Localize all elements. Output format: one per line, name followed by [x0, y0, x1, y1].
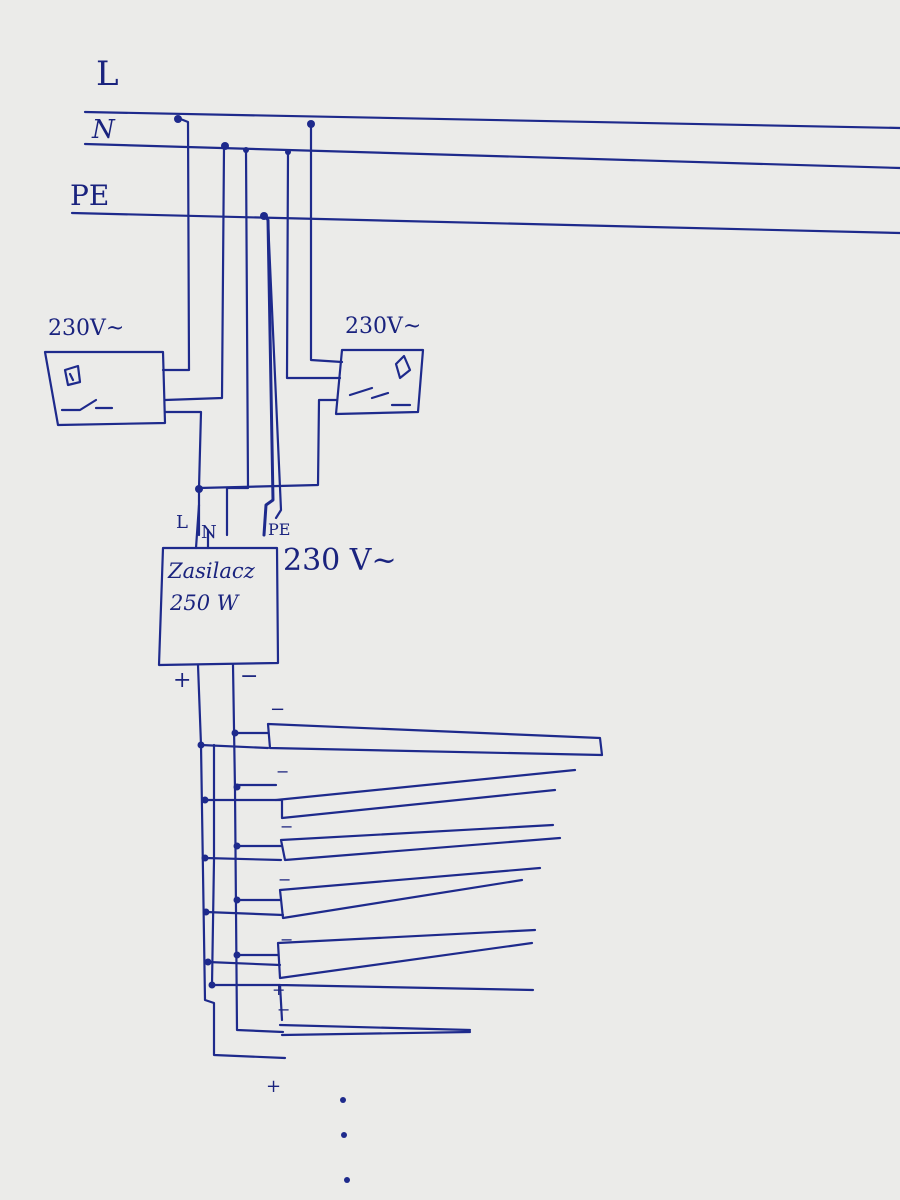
junction-dot [243, 147, 249, 153]
continuation-dot [340, 1097, 346, 1103]
junction-dot [285, 149, 291, 155]
driver-box [157, 546, 280, 667]
wire-right-switch-out [197, 398, 338, 490]
bus-label-pe: PE [70, 179, 109, 212]
strip-minus-mark: − [278, 870, 291, 889]
wire-driver-l [194, 503, 201, 550]
junction-dot [231, 729, 239, 737]
led-strip-2 [274, 768, 577, 820]
switch-icon [394, 354, 412, 380]
junction-dot [208, 981, 216, 989]
strip-feed [203, 783, 278, 802]
bus-line-l [83, 110, 900, 130]
driver-out-plus: + [173, 668, 191, 693]
bus-line-pe [70, 211, 900, 235]
junction-dot [174, 115, 182, 123]
driver-term-n: N [201, 522, 217, 543]
strip-minus-mark: − [276, 762, 289, 781]
junction-dot [195, 485, 203, 493]
junction-dot [233, 842, 241, 850]
bus-label-l: L [96, 54, 119, 94]
junction-dot [204, 958, 212, 966]
wire-plus-inner [210, 743, 216, 987]
wire-pe-drop-2 [266, 218, 283, 520]
strip-plus-mark: + [266, 1076, 281, 1097]
continuation-dot [344, 1177, 350, 1183]
junction-dot [307, 120, 315, 128]
led-strip-3 [279, 823, 562, 862]
junction-dot [197, 741, 205, 749]
junction-dot [233, 896, 241, 904]
bus-label-n: N [91, 115, 116, 145]
junction-dot [202, 908, 210, 916]
bus-line-n [83, 142, 900, 170]
strip-feed [206, 953, 282, 967]
driver-out-minus: − [240, 664, 258, 689]
junction-dot [201, 854, 209, 862]
strip-minus-mark: − [280, 817, 293, 836]
driver-voltage: 230 V~ [283, 543, 397, 578]
junction-dot [260, 212, 268, 220]
driver-term-pe: PE [268, 520, 290, 539]
switch-right-box [334, 348, 425, 416]
wire-n-tap-3 [285, 150, 342, 380]
wire-l-to-left-switch [161, 116, 191, 372]
strip-minus-mark: − [280, 930, 293, 949]
switch-left-box [43, 350, 167, 427]
strip-feed [203, 844, 283, 862]
strip-plus-mark: + [272, 980, 285, 999]
switch-left-voltage: 230V~ [48, 316, 124, 341]
driver-term-l: L [176, 512, 188, 533]
strip-minus-mark: − [270, 699, 285, 720]
switch-right-voltage: 230V~ [345, 314, 421, 339]
junction-dot [201, 796, 209, 804]
continuation-dot [341, 1132, 347, 1138]
wire-out-minus [231, 663, 285, 1034]
led-strip-1 [266, 722, 604, 757]
junction-dot [233, 951, 241, 959]
led-strip-4 [278, 866, 542, 920]
wire-n-tap-2 [225, 148, 250, 537]
junction-dot [221, 142, 229, 150]
junction-dot [233, 783, 241, 791]
wire-out-plus [196, 663, 287, 1060]
driver-power: 250 W [169, 591, 241, 615]
switch-icon [60, 398, 114, 412]
strip-feed [199, 731, 270, 750]
strip-minus-mark: − [277, 1000, 290, 1019]
led-strip-7 [280, 1030, 472, 1037]
driver-name: Ζasilacz [167, 559, 256, 583]
switch-icon [348, 386, 412, 407]
switch-icon [63, 364, 82, 387]
led-strip-6 [278, 983, 535, 1032]
strip-feed [204, 898, 285, 917]
wire-n-tap-1 [163, 146, 226, 402]
led-strip-5 [276, 928, 537, 980]
wire-l-to-right-switch [309, 122, 344, 364]
